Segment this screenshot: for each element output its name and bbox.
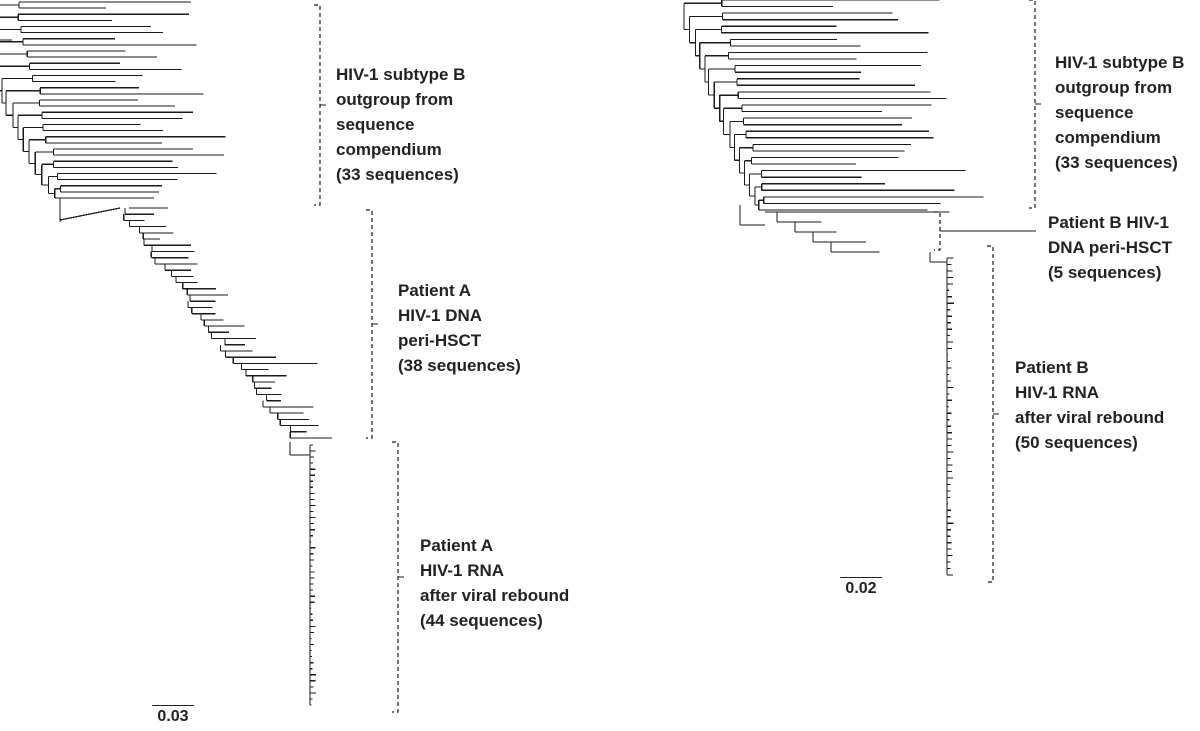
label-line: Patient B: [1015, 358, 1089, 377]
clade-bracket: [392, 441, 399, 713]
label-line: HIV-1 RNA: [1015, 383, 1100, 402]
label-line: Patient B HIV-1: [1048, 213, 1169, 232]
clade-bracket: [934, 211, 941, 251]
label-line: outgroup from: [336, 90, 454, 109]
label-line: Patient A: [398, 281, 472, 300]
clade-bracket: [314, 4, 321, 206]
label-line: (50 sequences): [1015, 433, 1138, 452]
label-line: (44 sequences): [420, 611, 543, 630]
scale-bar-a: 0.03: [152, 705, 194, 726]
label-line: sequence: [1055, 103, 1134, 122]
label-line: HIV-1 subtype B: [336, 65, 466, 84]
scale-bar-line: [840, 577, 882, 578]
panel-b: HIV-1 subtype B outgroup from sequence c…: [600, 0, 1200, 731]
label-b-outgroup: HIV-1 subtype B outgroup from sequence c…: [1055, 50, 1184, 175]
label-a-dna: Patient A HIV-1 DNA peri-HSCT (38 sequen…: [398, 278, 521, 378]
label-b-rna: Patient B HIV-1 RNA after viral rebound …: [1015, 355, 1164, 455]
label-line: HIV-1 RNA: [420, 561, 505, 580]
label-line: HIV-1 DNA: [398, 306, 483, 325]
label-line: Patient A: [420, 536, 494, 555]
phylogenetic-tree-a: [0, 1, 404, 713]
dna-stem: [59, 207, 121, 221]
label-line: outgroup from: [1055, 78, 1173, 97]
label-a-outgroup: HIV-1 subtype B outgroup from sequence c…: [336, 62, 465, 187]
label-line: (38 sequences): [398, 356, 521, 375]
scale-bar-b: 0.02: [840, 577, 882, 598]
clade-bracket: [987, 245, 994, 583]
scale-bar-line: [152, 705, 194, 706]
label-b-dna: Patient B HIV-1 DNA peri-HSCT (5 sequenc…: [1048, 210, 1172, 285]
label-line: (33 sequences): [336, 165, 459, 184]
phylogenetic-tree-b: [683, 0, 1041, 583]
label-line: (33 sequences): [1055, 153, 1178, 172]
label-line: peri-HSCT: [398, 331, 482, 350]
label-line: sequence: [336, 115, 415, 134]
label-line: compendium: [1055, 128, 1161, 147]
label-line: after viral rebound: [420, 586, 570, 605]
scale-bar-label: 0.02: [845, 580, 877, 597]
label-a-rna: Patient A HIV-1 RNA after viral rebound …: [420, 533, 569, 633]
label-line: DNA peri-HSCT: [1048, 238, 1173, 257]
label-line: compendium: [336, 140, 442, 159]
scale-bar-label: 0.03: [157, 708, 189, 725]
clade-bracket: [366, 209, 373, 439]
panel-a: HIV-1 subtype B outgroup from sequence c…: [0, 1, 569, 726]
clade-bracket: [1029, 0, 1036, 209]
label-line: HIV-1 subtype B: [1055, 53, 1185, 72]
label-line: (5 sequences): [1048, 263, 1162, 282]
label-line: after viral rebound: [1015, 408, 1165, 427]
